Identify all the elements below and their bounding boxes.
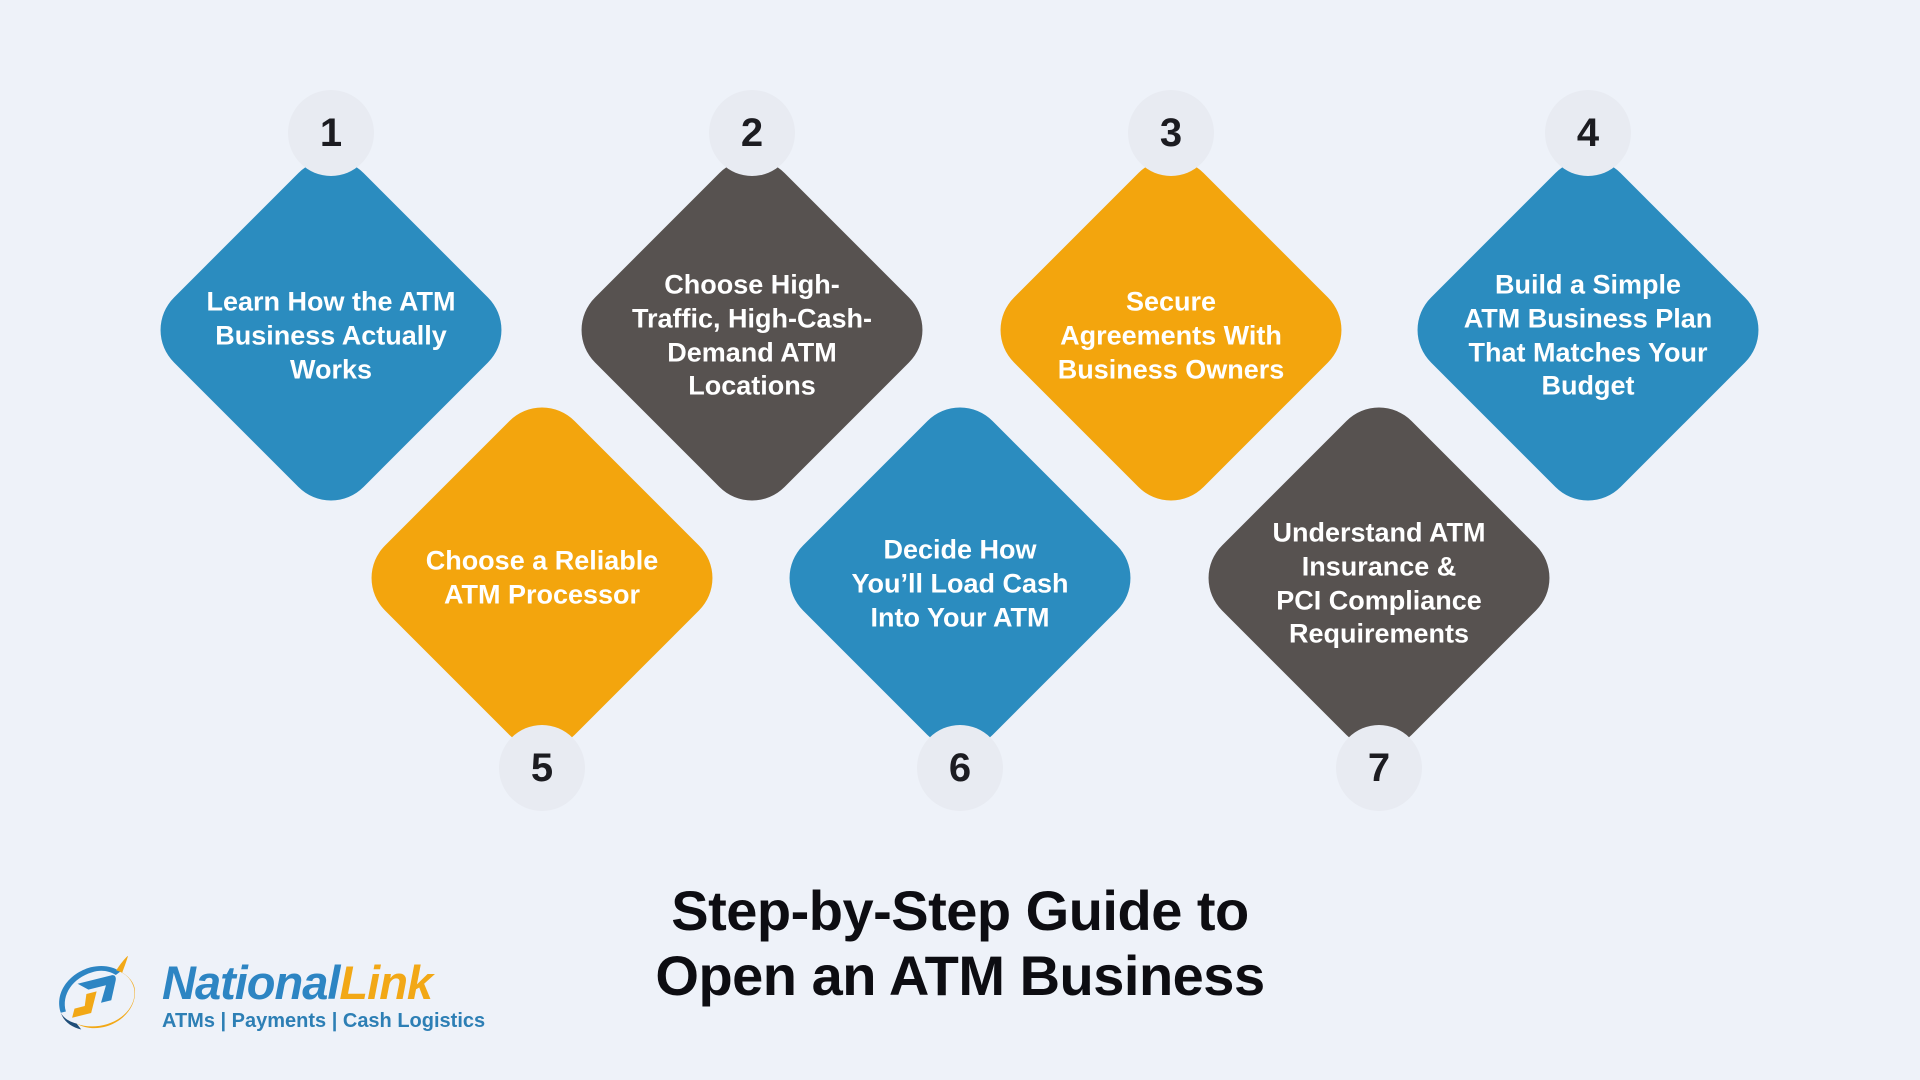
step-4-number-badge: 4 [1545, 90, 1631, 176]
nationallink-tagline: ATMs | Payments | Cash Logistics [162, 1010, 486, 1032]
logo-name-link: Link [339, 956, 433, 1009]
step-5-number-badge: 5 [499, 725, 585, 811]
step-6-label: Decide How You’ll Load Cash Into Your AT… [851, 534, 1069, 632]
step-2-label: Choose High- Traffic, High-Cash- Demand … [631, 269, 873, 401]
infographic-title-line2: Open an ATM Business [655, 944, 1265, 1007]
infographic-title-line1: Step-by-Step Guide to [671, 879, 1249, 942]
nationallink-logo-name: NationalLink [162, 959, 485, 1006]
step-7-label: Understand ATM Insurance & PCI Complianc… [1272, 517, 1486, 649]
step-1-number-badge: 1 [288, 90, 374, 176]
step-6-number-badge: 6 [917, 725, 1003, 811]
step-1-label: Learn How the ATM Business Actually Work… [206, 286, 456, 384]
nationallink-logo: NationalLink ATMs | Payments | Cash Logi… [48, 956, 485, 1036]
logo-name-national: National [162, 956, 340, 1009]
step-5-label: Choose a Reliable ATM Processor [425, 545, 659, 609]
step-2-number-badge: 2 [709, 90, 795, 176]
step-4-label: Build a Simple ATM Business Plan That Ma… [1463, 269, 1713, 401]
nationallink-swoosh-icon [59, 956, 135, 1030]
nationallink-logo-text: NationalLink ATMs | Payments | Cash Logi… [162, 959, 485, 1033]
step-3-label: Secure Agreements With Business Owners [1057, 286, 1285, 384]
step-7-number-badge: 7 [1336, 725, 1422, 811]
step-3-number-badge: 3 [1128, 90, 1214, 176]
infographic-title: Step-by-Step Guide to Open an ATM Busine… [0, 878, 1920, 1008]
